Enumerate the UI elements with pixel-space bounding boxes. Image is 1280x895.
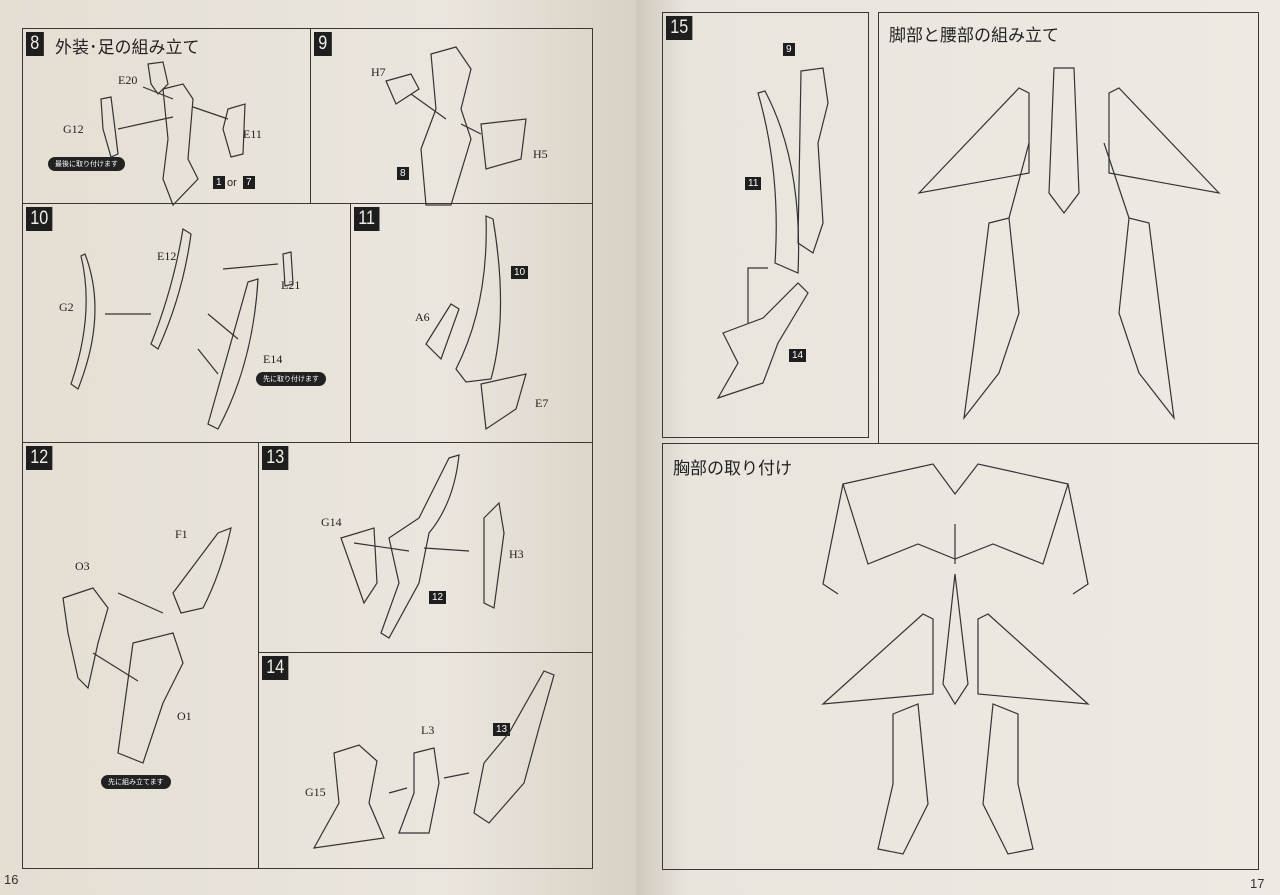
part-label: H7	[371, 65, 386, 79]
step-number: 9	[314, 32, 332, 56]
or-text: or	[227, 177, 237, 189]
part-illustration	[70, 228, 294, 430]
step-9-panel: 9 H7 H5 8	[310, 28, 593, 206]
ref-step: 14	[789, 349, 807, 362]
ref-step: 9	[783, 43, 795, 56]
page-number: 17	[1250, 876, 1265, 891]
part-label: O3	[75, 559, 90, 573]
part-label: G15	[305, 785, 326, 799]
step-12-panel: 12 O3 F1 O1 先に組み立てます	[22, 442, 259, 869]
part-label: F1	[175, 527, 188, 541]
step-13-panel: 13 G14 H3 12	[258, 442, 593, 653]
part-illustration	[716, 67, 829, 400]
step-11-panel: 11 A6 E7 10	[350, 203, 593, 443]
ref-step: 1	[213, 176, 225, 189]
left-page: 8 外装･足の組み立て E20 G12 E11 最後に取り付けます 1 or 7…	[0, 0, 636, 895]
part-illustration	[425, 215, 527, 431]
step-number: 8	[26, 32, 44, 56]
part-illustration	[100, 61, 246, 207]
part-illustration	[62, 527, 232, 764]
part-label: G12	[63, 122, 84, 136]
step-number: 15	[666, 16, 693, 40]
step-8-panel: 8 外装･足の組み立て E20 G12 E11 最後に取り付けます 1 or 7	[22, 28, 311, 207]
ref-step: 10	[511, 266, 529, 279]
ref-step: 11	[745, 177, 762, 190]
part-illustration	[312, 670, 555, 849]
step-15-panel: 15 9 11 14	[662, 12, 869, 438]
ref-step: 7	[243, 176, 255, 189]
ref-step: 8	[397, 167, 409, 180]
part-label: E12	[157, 249, 177, 263]
page-number: 16	[4, 872, 19, 887]
ref-step: 13	[493, 723, 511, 736]
part-label: H5	[533, 147, 548, 161]
part-label: G2	[59, 300, 74, 314]
note-badge: 先に取り付けます	[256, 372, 326, 386]
part-illustration	[340, 454, 505, 639]
part-label: E14	[263, 352, 283, 366]
right-page: 15 9 11 14 脚部と腰部の組み立て 胸部の取り付け 17	[636, 0, 1280, 895]
step-number: 13	[262, 446, 289, 470]
step-number: 10	[26, 207, 53, 231]
assembly-illustration	[917, 67, 1221, 421]
part-label: G14	[321, 515, 342, 529]
part-label: E11	[243, 127, 262, 141]
chest-panel: 胸部の取り付け	[662, 443, 1259, 870]
step-14-panel: 14 L3 G15 13	[258, 652, 593, 869]
part-label: A6	[415, 310, 430, 324]
part-illustration	[385, 46, 527, 206]
step-10-panel: 10 E12 G2 L21 E14 先に取り付けます	[22, 203, 351, 443]
section-title: 胸部の取り付け	[673, 459, 792, 479]
step-number: 11	[354, 207, 380, 231]
note-badge: 最後に取り付けます	[48, 157, 125, 171]
part-label: E20	[118, 73, 138, 87]
part-label: O1	[177, 709, 192, 723]
assembly-illustration	[821, 463, 1090, 855]
step-number: 14	[262, 656, 289, 680]
part-label: E7	[535, 396, 549, 410]
section-title: 脚部と腰部の組み立て	[889, 26, 1059, 46]
note-badge: 先に組み立てます	[101, 775, 171, 789]
step-number: 12	[26, 446, 53, 470]
part-label: L3	[421, 723, 435, 737]
step-title: 外装･足の組み立て	[55, 38, 200, 58]
ref-step: 12	[429, 591, 447, 604]
part-label: H3	[509, 547, 524, 561]
legs-waist-panel: 脚部と腰部の組み立て	[878, 12, 1259, 444]
